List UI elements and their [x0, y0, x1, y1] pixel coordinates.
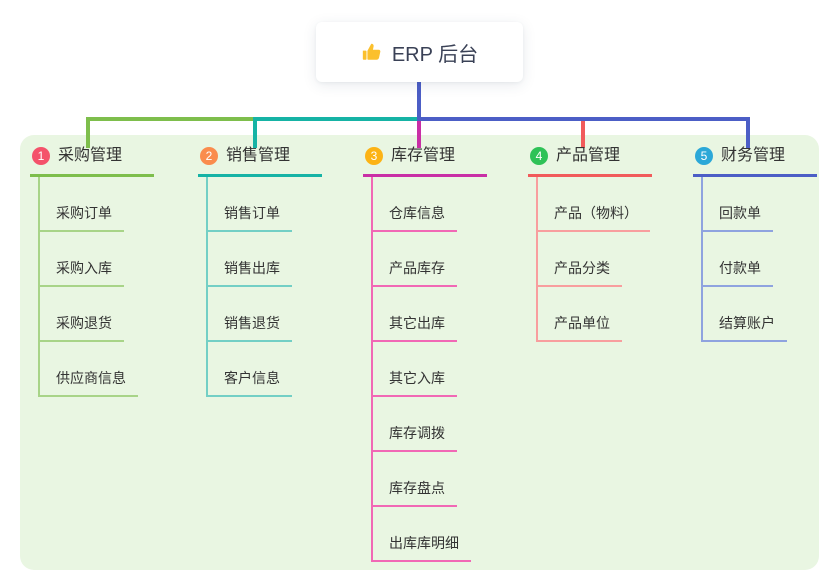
child-topic[interactable]: 销售出库: [208, 259, 292, 287]
child-topic[interactable]: 采购订单: [40, 204, 124, 232]
branch-label: 产品管理: [556, 147, 621, 164]
branches-panel: [20, 135, 819, 570]
child-topic-row: 付款单: [703, 232, 787, 287]
root-node[interactable]: ERP 后台: [316, 22, 523, 82]
child-topic-row: 产品单位: [538, 287, 650, 342]
child-topic-row: 产品（物料）: [538, 177, 650, 232]
child-topic[interactable]: 采购退货: [40, 314, 124, 342]
root-title: ERP 后台: [391, 43, 479, 66]
branch-1: 1 采购管理 采购订单采购入库采购退货供应商信息: [30, 146, 154, 397]
branch-connector-drop: [86, 117, 90, 148]
child-topic[interactable]: 其它入库: [373, 369, 457, 397]
branch-connector-drop: [417, 121, 421, 148]
connector-rail-segment: [253, 117, 421, 121]
branch-4: 4 产品管理 产品（物料） 产品分类产品单位: [528, 146, 652, 342]
child-topic-row: 销售出库: [208, 232, 292, 287]
branch-label: 库存管理: [391, 147, 456, 164]
branch-connector-drop: [746, 117, 750, 148]
child-topic-row: 其它入库: [373, 342, 471, 397]
child-topic-row: 出库库明细: [373, 507, 471, 562]
root-connector-line: [417, 82, 421, 118]
child-topic-row: 供应商信息: [40, 342, 138, 397]
child-topic-row: 采购退货: [40, 287, 138, 342]
branch-children: 销售订单销售出库销售退货客户信息: [206, 177, 292, 397]
branch-label: 采购管理: [58, 147, 123, 164]
branch-children: 产品（物料） 产品分类产品单位: [536, 177, 650, 342]
branch-connector-drop: [253, 117, 257, 148]
child-topic[interactable]: 回款单: [703, 204, 773, 232]
child-topic[interactable]: 销售订单: [208, 204, 292, 232]
child-topic-row: 库存盘点: [373, 452, 471, 507]
connector-rail-segment: [86, 117, 257, 121]
child-topic[interactable]: 出库库明细: [373, 534, 471, 562]
child-topic-row: 采购订单: [40, 177, 138, 232]
child-topic[interactable]: 付款单: [703, 259, 773, 287]
child-topic[interactable]: 采购入库: [40, 259, 124, 287]
connector-rail-segment: [417, 117, 750, 121]
child-topic-row: 客户信息: [208, 342, 292, 397]
child-topic-row: 库存调拨: [373, 397, 471, 452]
child-topic[interactable]: 客户信息: [208, 369, 292, 397]
branch-index-badge: 3: [365, 147, 383, 165]
branch-label: 销售管理: [226, 147, 291, 164]
branch-topic[interactable]: 1 采购管理: [30, 146, 154, 177]
child-topic[interactable]: 结算账户: [703, 314, 787, 342]
branch-index-badge: 2: [200, 147, 218, 165]
child-topic-row: 销售退货: [208, 287, 292, 342]
branch-topic[interactable]: 5 财务管理: [693, 146, 817, 177]
branch-topic[interactable]: 3 库存管理: [363, 146, 487, 177]
child-topic[interactable]: 产品（物料）: [538, 204, 650, 232]
branch-2: 2 销售管理 销售订单销售出库销售退货客户信息: [198, 146, 322, 397]
child-topic[interactable]: 产品库存: [373, 259, 457, 287]
branch-children: 回款单付款单结算账户: [701, 177, 787, 342]
child-topic[interactable]: 库存调拨: [373, 424, 457, 452]
branch-children: 采购订单采购入库采购退货供应商信息: [38, 177, 138, 397]
child-topic[interactable]: 其它出库: [373, 314, 457, 342]
branch-5: 5 财务管理 回款单付款单结算账户: [693, 146, 817, 342]
child-topic-row: 销售订单: [208, 177, 292, 232]
child-topic-row: 产品库存: [373, 232, 471, 287]
child-topic-row: 产品分类: [538, 232, 650, 287]
child-topic[interactable]: 产品单位: [538, 314, 622, 342]
branch-index-badge: 5: [695, 147, 713, 165]
child-topic-row: 其它出库: [373, 287, 471, 342]
child-topic[interactable]: 销售退货: [208, 314, 292, 342]
branch-label: 财务管理: [721, 147, 786, 164]
branch-topic[interactable]: 4 产品管理: [528, 146, 652, 177]
branch-index-badge: 1: [32, 147, 50, 165]
child-topic[interactable]: 产品分类: [538, 259, 622, 287]
child-topic[interactable]: 供应商信息: [40, 369, 138, 397]
branch-index-badge: 4: [530, 147, 548, 165]
child-topic-row: 仓库信息: [373, 177, 471, 232]
branch-topic[interactable]: 2 销售管理: [198, 146, 322, 177]
child-topic[interactable]: 库存盘点: [373, 479, 457, 507]
child-topic-row: 回款单: [703, 177, 787, 232]
child-topic-row: 采购入库: [40, 232, 138, 287]
branch-connector-drop: [581, 121, 585, 148]
branch-3: 3 库存管理 仓库信息产品库存其它出库其它入库库存调拨库存盘点出库库明细: [363, 146, 487, 562]
branch-children: 仓库信息产品库存其它出库其它入库库存调拨库存盘点出库库明细: [371, 177, 471, 562]
thumbs-up-icon: [361, 41, 383, 63]
child-topic-row: 结算账户: [703, 287, 787, 342]
child-topic[interactable]: 仓库信息: [373, 204, 457, 232]
